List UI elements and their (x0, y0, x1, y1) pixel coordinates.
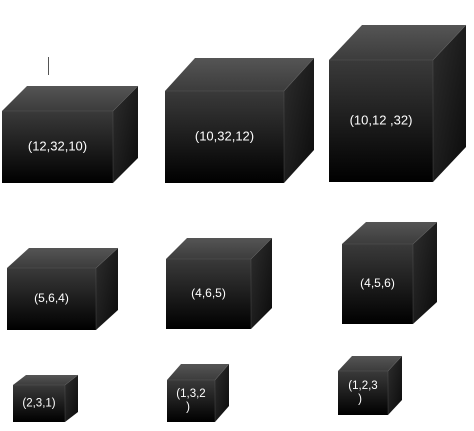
box-front-face (329, 60, 433, 182)
box-top-face (2, 86, 138, 111)
box-label-line2: ) (186, 402, 190, 414)
box-side-face (96, 248, 118, 330)
box-front-face (2, 111, 113, 183)
box-5: (4,6,5) (166, 237, 273, 329)
box-label: (12,32,10) (28, 138, 87, 153)
box-side-face (413, 222, 437, 324)
box-front-face (13, 385, 65, 422)
box-8: (1,3,2) (167, 363, 230, 422)
box-side-face (65, 375, 78, 422)
box-7: (2,3,1) (13, 374, 79, 422)
box-front-face (165, 91, 284, 183)
box-top-face (13, 375, 78, 385)
box-top-face (338, 356, 402, 371)
box-1: (12,32,10) (2, 85, 139, 183)
box-9: (1,2,3) (338, 355, 403, 415)
box-front-face (342, 244, 413, 324)
box-2: (10,32,12) (165, 57, 315, 183)
box-side-face (113, 86, 138, 183)
box-top-face (7, 248, 118, 268)
box-front-face (7, 268, 96, 330)
box-label: (4,6,5) (191, 286, 226, 300)
box-side-face (433, 25, 466, 182)
box-top-face (166, 238, 272, 259)
box-label: (10,12 ,32) (350, 112, 413, 127)
box-label: (1,3,2 (176, 388, 205, 400)
box-label-line2: ) (358, 394, 362, 406)
box-side-face (284, 58, 314, 183)
box-3: (10,12 ,32) (329, 24, 467, 182)
box-front-face (338, 371, 388, 415)
box-label: (10,32,12) (195, 128, 254, 143)
box-top-face (342, 222, 437, 244)
box-front-face (166, 259, 251, 329)
box-side-face (251, 238, 272, 329)
box-side-face (215, 364, 229, 422)
box-label: (5,6,4) (34, 291, 69, 305)
box-label: (4,5,6) (360, 276, 395, 290)
box-side-face (388, 356, 402, 415)
box-top-face (167, 364, 229, 380)
box-6: (4,5,6) (342, 221, 438, 324)
box-label: (1,2,3 (348, 380, 377, 392)
box-front-face (167, 380, 215, 422)
box-4: (5,6,4) (7, 247, 119, 330)
box-top-face (165, 58, 314, 91)
box-top-face (329, 25, 466, 60)
box-label: (2,3,1) (22, 398, 55, 410)
